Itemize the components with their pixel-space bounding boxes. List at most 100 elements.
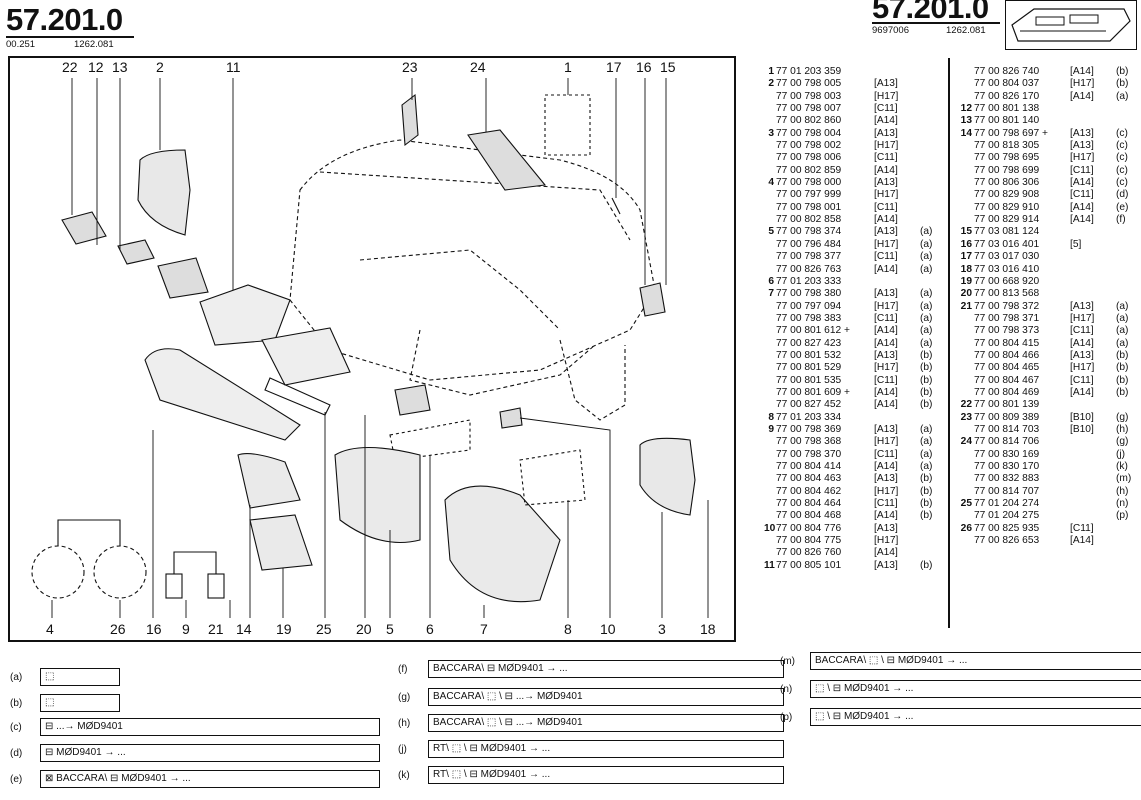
callouts-bottom: 4 26 16 9 21 14 19 25 20 5 6 7 8 10 3 18: [46, 621, 716, 637]
part-note: [1116, 115, 1136, 127]
part-reference: 77 00 804 465: [974, 362, 1040, 374]
part-index: [764, 350, 776, 362]
part-reference: 77 00 832 883: [974, 473, 1040, 485]
part-row: 77 00 798 001[C11]: [764, 202, 940, 214]
callout-bottom: 8: [564, 621, 572, 637]
part-index: 23: [960, 411, 972, 423]
part-index: [764, 436, 776, 448]
part-note: [920, 276, 940, 288]
part-row: 77 00 829 908[C11](d): [950, 189, 1136, 201]
part-note: (b): [920, 485, 933, 497]
part-reference: 77 01 203 359: [776, 66, 842, 77]
part-index: 8: [768, 411, 774, 423]
callout-bottom: 9: [182, 621, 190, 637]
part-reference: 77 00 804 464: [776, 498, 842, 510]
part-reference: 77 00 830 169: [974, 448, 1040, 460]
part-row: 77 00 798 006[C11]: [764, 152, 940, 164]
part-variant: [H17]: [1070, 362, 1095, 374]
part-reference: 77 01 204 275: [974, 510, 1040, 522]
part-variant: [A13]: [874, 423, 898, 435]
part-reference: 77 00 798 000: [776, 177, 842, 189]
legend-key: (d): [10, 748, 23, 759]
part-reference: 77 00 798 370: [776, 448, 842, 460]
part-11-vent-housing: [199, 284, 291, 346]
part-9-icon-box: [165, 573, 183, 599]
part-reference: 77 00 798 368: [776, 436, 842, 448]
part-row: 77 00 826 760[A14]: [764, 547, 940, 559]
part-12-vent: [117, 239, 155, 265]
part-index: [764, 301, 776, 313]
part-reference: 77 00 818 305: [974, 140, 1040, 152]
part-index: [950, 362, 974, 374]
part-row: 77 00 804 469[A14](b): [950, 387, 1136, 399]
part-index: [764, 202, 776, 214]
part-note: (b): [920, 386, 933, 398]
legend-item: (c)⊟ ...→ MØD9401: [10, 718, 384, 740]
part-variant: [H17]: [874, 436, 899, 448]
part-note: (h): [1116, 485, 1129, 497]
part-reference: 77 00 798 005: [776, 78, 842, 90]
part-reference: 77 00 802 859: [776, 164, 842, 176]
part-13-vent: [157, 257, 209, 299]
part-reference: 77 00 798 369: [776, 423, 842, 435]
part-variant: [C11]: [1070, 325, 1094, 337]
part-reference: 77 00 668 920: [974, 275, 1040, 287]
part-row: 77 00 797 094[H17](a): [764, 301, 940, 313]
part-note: [1116, 103, 1136, 115]
part-reference: 77 00 827 452: [776, 399, 842, 411]
part-variant: [1070, 276, 1116, 288]
part-note: [920, 91, 940, 103]
part-variant: [A13]: [874, 288, 898, 300]
part-variant: [1070, 486, 1116, 498]
part-row: 77 00 804 414[A14](a): [764, 461, 940, 473]
part-variant: [C11]: [1070, 189, 1094, 201]
part-index: [764, 103, 776, 115]
part-note: (a): [920, 325, 933, 337]
legend-item: (a)⬚: [10, 668, 124, 690]
part-variant: [A13]: [874, 127, 898, 139]
part-row: 77 00 798 368[H17](a): [764, 436, 940, 448]
callout-bottom: 21: [208, 621, 224, 637]
part-variant: [A14]: [874, 115, 898, 127]
part-note: (a): [920, 238, 933, 250]
part-row: 77 00 801 612 +[A14](a): [764, 325, 940, 337]
part-reference: 77 00 804 415: [974, 337, 1040, 349]
part-index: 9: [768, 423, 774, 435]
part-variant: [A14]: [1070, 66, 1094, 77]
exploded-view-diagram: 22 12 13 2 11 23 24 1 17 16 15 4 26 16 9…: [31, 59, 716, 637]
part-variant: [B10]: [1070, 411, 1094, 423]
part-variant: [C11]: [874, 251, 898, 263]
part-variant: [H17]: [1070, 78, 1095, 90]
part-row: 77 00 798 383[C11](a): [764, 313, 940, 325]
part-reference: 77 00 806 306: [974, 177, 1040, 189]
callout-bottom: 7: [480, 621, 488, 637]
part-8-switch: [519, 449, 586, 506]
dashboard-top: [319, 171, 631, 241]
part-row: 77 00 798 371[H17](a): [950, 313, 1136, 325]
part-note: (b): [920, 349, 933, 361]
part-index: 6: [768, 275, 774, 287]
part-note: (b): [920, 362, 933, 374]
part-variant: [A14]: [874, 386, 898, 398]
part-row: 77 00 804 463[A13](b): [764, 473, 940, 485]
part-reference: 77 00 825 935: [974, 522, 1040, 534]
part-reference: 77 00 798 699: [974, 164, 1040, 176]
part-note: (a): [920, 300, 933, 312]
legend-text: ⊟ MØD9401 → ...: [40, 744, 380, 762]
callout-top: 23: [402, 59, 418, 75]
part-row: 77 00 798 370[C11](a): [764, 449, 940, 461]
part-variant: [1070, 288, 1116, 300]
part-row: 77 00 802 860[A14]: [764, 115, 940, 127]
part-variant: [A14]: [874, 263, 898, 275]
part-note: (a): [920, 448, 933, 460]
part-reference: 77 00 801 138: [974, 103, 1040, 115]
dashboard-face: [359, 249, 561, 331]
part-4-detail-circle: [31, 545, 85, 599]
part-note: (a): [920, 226, 933, 238]
part-variant: [1070, 461, 1116, 473]
part-row: 77 00 797 999[H17]: [764, 189, 940, 201]
